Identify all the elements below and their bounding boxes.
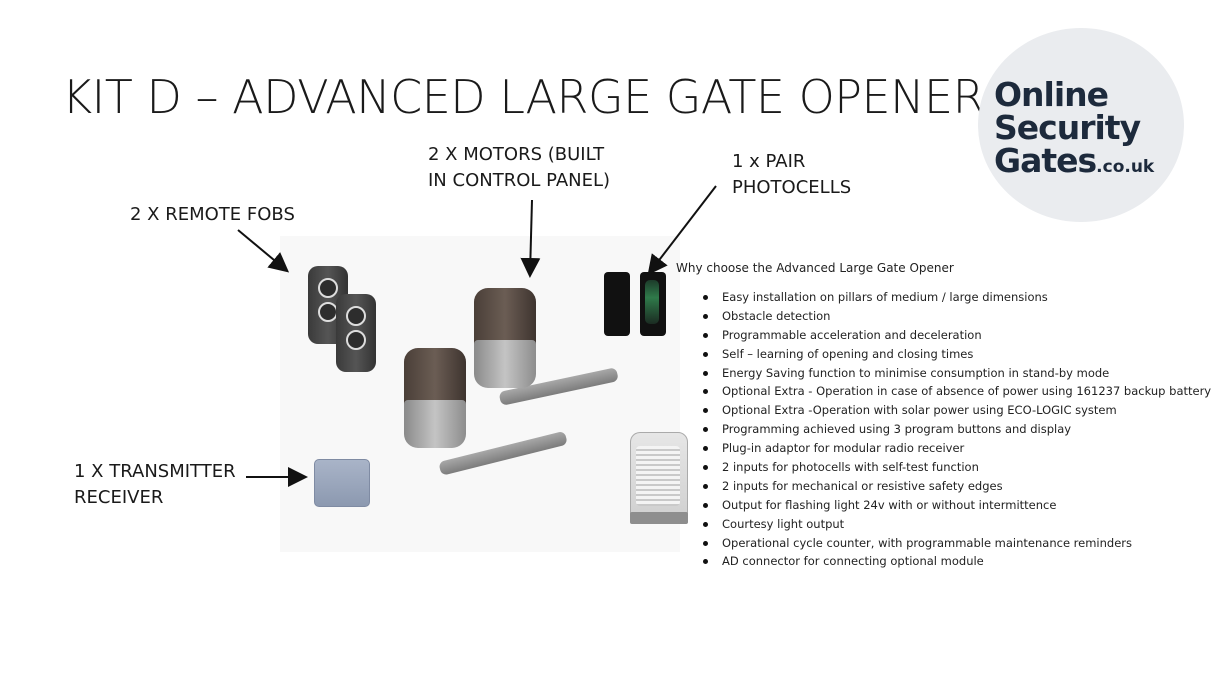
feature-item: Self – learning of opening and closing t… — [700, 345, 1211, 364]
logo-line-3-text: Gates — [994, 141, 1097, 180]
fob-button-icon — [318, 278, 338, 298]
fob-button-icon — [346, 330, 366, 350]
photocells-label-line-1: 1 x PAIR — [732, 151, 806, 172]
remote-fobs-arrow — [237, 229, 290, 273]
motors-label: 2 X MOTORS (BUILT IN CONTROL PANEL) — [428, 142, 610, 194]
feature-item: Plug-in adaptor for modular radio receiv… — [700, 439, 1211, 458]
feature-item: 2 inputs for mechanical or resistive saf… — [700, 477, 1211, 496]
logo-domain-suffix: .co.uk — [1096, 157, 1155, 177]
feature-item: Optional Extra -Operation with solar pow… — [700, 401, 1211, 420]
motor-2-body — [404, 400, 466, 448]
feature-item: Easy installation on pillars of medium /… — [700, 288, 1211, 307]
features-intro: Why choose the Advanced Large Gate Opene… — [676, 261, 954, 275]
flashing-light-base — [630, 512, 688, 524]
feature-item: Energy Saving function to minimise consu… — [700, 364, 1211, 383]
company-logo: Online Security Gates.co.uk — [978, 28, 1184, 222]
feature-item: Operational cycle counter, with programm… — [700, 534, 1211, 553]
photocell-lens-icon — [645, 280, 659, 324]
motors-arrow — [520, 199, 541, 278]
receiver-label-line-2: RECEIVER — [74, 487, 164, 508]
motors-label-line-2: IN CONTROL PANEL) — [428, 170, 611, 191]
feature-item: Programmable acceleration and decelerati… — [700, 326, 1211, 345]
photocell-transmitter — [604, 272, 630, 336]
motors-label-line-1: 2 X MOTORS (BUILT — [428, 144, 605, 165]
photocells-arrow — [647, 185, 717, 276]
photocell-receiver — [640, 272, 666, 336]
logo-line-2: Security — [994, 108, 1141, 147]
remote-fobs-label: 2 X REMOTE FOBS — [130, 204, 295, 225]
fob-button-icon — [346, 306, 366, 326]
page-title: KIT D – ADVANCED LARGE GATE OPENER — [62, 70, 985, 124]
transmitter-receiver-image — [314, 459, 370, 507]
feature-item: Optional Extra - Operation in case of ab… — [700, 382, 1211, 401]
feature-item: Obstacle detection — [700, 307, 1211, 326]
features-list: Easy installation on pillars of medium /… — [700, 288, 1211, 571]
feature-item: 2 inputs for photocells with self-test f… — [700, 458, 1211, 477]
photocells-label-line-2: PHOTOCELLS — [732, 177, 852, 198]
receiver-label: 1 X TRANSMITTER RECEIVER — [74, 459, 236, 511]
logo-line-3: Gates.co.uk — [994, 144, 1154, 177]
photocells-label: 1 x PAIR PHOTOCELLS — [732, 149, 851, 201]
feature-item: Courtesy light output — [700, 515, 1211, 534]
feature-item: Output for flashing light 24v with or wi… — [700, 496, 1211, 515]
motor-1-body — [474, 340, 536, 388]
feature-item: AD connector for connecting optional mod… — [700, 552, 1211, 571]
flashing-light-lens — [636, 446, 680, 506]
remote-fob-2 — [336, 294, 376, 372]
logo-line-1: Online — [994, 75, 1109, 114]
receiver-label-line-1: 1 X TRANSMITTER — [74, 461, 236, 482]
feature-item: Programming achieved using 3 program but… — [700, 420, 1211, 439]
